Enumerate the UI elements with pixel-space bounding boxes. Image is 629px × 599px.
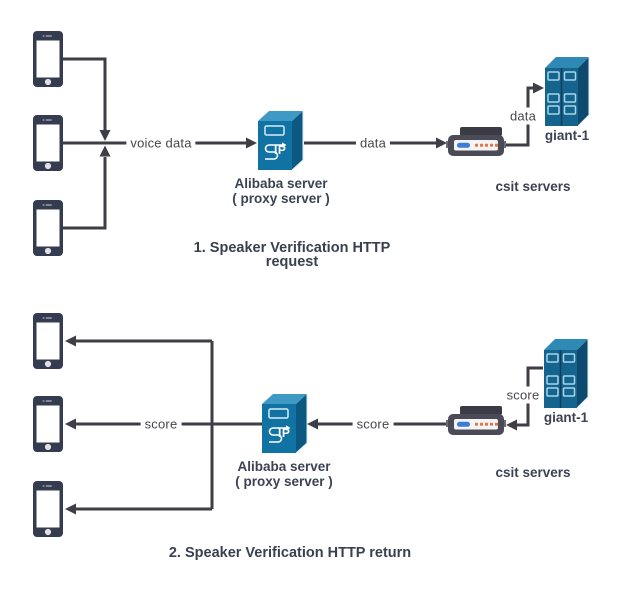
request-caption-line2: request <box>265 254 319 270</box>
proxy-icon-label: IP <box>278 426 291 440</box>
return-caption: 2. Speaker Verification HTTP return <box>168 545 412 561</box>
edge-label-data-2: data <box>505 107 541 125</box>
edge-label-score-2: score <box>352 415 394 433</box>
arrowhead-into-servers-top <box>533 82 544 94</box>
request-caption-line1: 1. Speaker Verification HTTP <box>193 240 391 256</box>
tower-label: giant-1 <box>543 410 589 425</box>
arrowhead-into-router-top <box>436 137 447 149</box>
phone-icon <box>33 481 63 537</box>
proxy-server-name: Alibaba server <box>237 459 331 474</box>
arrowhead-into-phone2 <box>65 418 76 430</box>
proxy-server-icon <box>257 110 304 172</box>
server-tower-icon <box>543 55 591 128</box>
proxy-server-name: Alibaba server <box>234 176 328 191</box>
router-icon <box>446 406 506 439</box>
proxy-server-icon <box>261 393 308 455</box>
router-icon <box>446 127 506 160</box>
arrowhead-into-phone3 <box>65 503 76 515</box>
arrowhead-into-proxy-bottom <box>307 418 318 430</box>
arrowhead-into-proxy-top <box>246 137 257 149</box>
csit-servers-label: csit servers <box>495 465 571 480</box>
request-caption: 1. Speaker Verification HTTP request <box>193 240 391 270</box>
proxy-server-role: ( proxy server ) <box>235 473 333 489</box>
phone-icon <box>33 115 63 171</box>
edge-label-score-3: score <box>502 386 544 404</box>
phone-icon <box>33 396 63 452</box>
proxy-icon-label: IP <box>274 143 287 157</box>
tower-label: giant-1 <box>544 128 590 143</box>
proxy-server-role: ( proxy server ) <box>232 190 330 206</box>
arrowhead-junction-down <box>99 130 111 141</box>
phone-icon <box>33 313 63 369</box>
server-tower-icon <box>542 337 590 410</box>
csit-servers-label: csit servers <box>495 179 571 194</box>
edge-label-voice-data: voice data <box>126 134 196 152</box>
arrowhead-junction-up <box>99 145 111 157</box>
phone-icon <box>33 31 63 87</box>
edge-label-score-1: score <box>140 415 182 433</box>
arrowhead-into-phone1 <box>65 335 76 347</box>
edge-phone3-to-junction <box>63 157 107 230</box>
edge-phone1-to-junction <box>63 57 107 130</box>
arrowhead-into-router-bottom <box>506 419 517 431</box>
proxy-server-label: Alibaba server ( proxy server ) <box>232 176 330 206</box>
phone-icon <box>33 200 63 256</box>
edge-label-data-1: data <box>355 134 391 152</box>
proxy-server-label: Alibaba server ( proxy server ) <box>235 459 333 489</box>
